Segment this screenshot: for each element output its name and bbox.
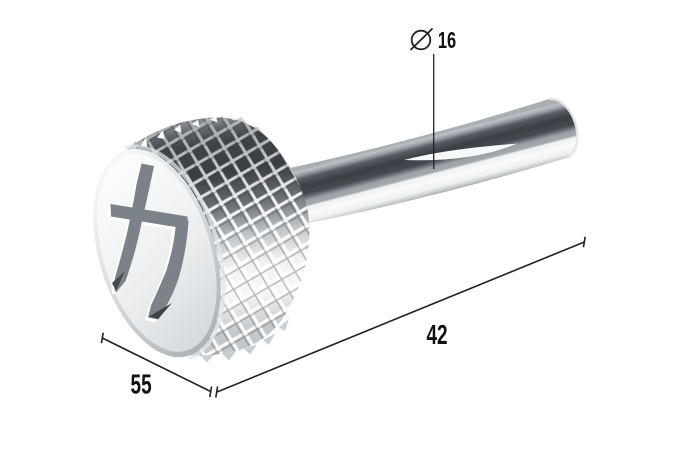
- svg-text:16: 16: [438, 28, 456, 53]
- svg-text:42: 42: [426, 321, 447, 351]
- svg-text:55: 55: [131, 370, 152, 400]
